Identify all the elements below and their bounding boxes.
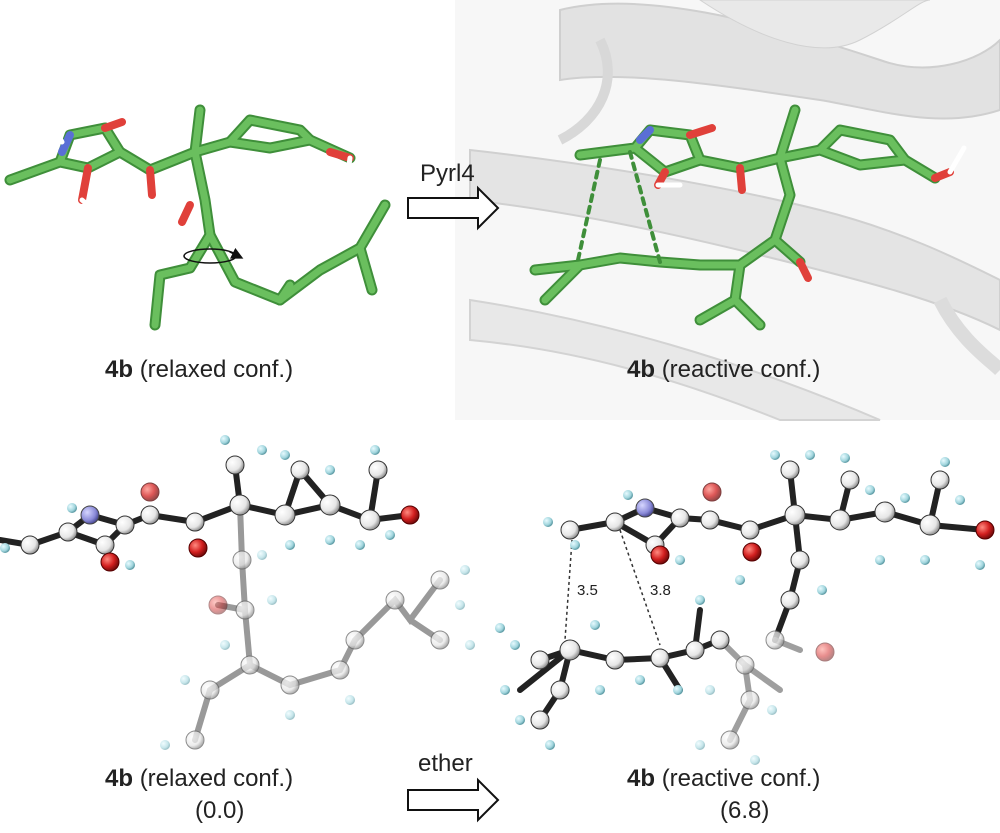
compound-id: 4b bbox=[105, 356, 134, 383]
arrow-label-bottom: ether bbox=[418, 750, 473, 777]
compound-id: 4b bbox=[627, 765, 656, 792]
label-bottom-right: 4b (reactive conf.) bbox=[627, 765, 820, 793]
ball-stick-reactive bbox=[495, 450, 995, 765]
stick-model-reactive bbox=[529, 104, 967, 331]
label-top-right: 4b (reactive conf.) bbox=[627, 356, 820, 384]
compound-id: 4b bbox=[105, 765, 134, 792]
ball-stick-relaxed bbox=[0, 435, 475, 750]
reaction-arrow-bottom bbox=[407, 777, 500, 823]
conformation-text: (reactive conf.) bbox=[661, 765, 821, 792]
stick-model-relaxed bbox=[4, 104, 391, 331]
label-top-left: 4b (relaxed conf.) bbox=[105, 356, 293, 384]
distance-label-1: 3.5 bbox=[577, 582, 598, 599]
label-bottom-left: 4b (relaxed conf.) bbox=[105, 765, 293, 793]
energy-bottom-right: (6.8) bbox=[720, 797, 770, 824]
energy-bottom-left: (0.0) bbox=[195, 797, 245, 824]
contact-dashes bbox=[576, 150, 662, 264]
protein-cartoon-background bbox=[455, 0, 1000, 421]
conformation-text: (relaxed conf.) bbox=[139, 765, 294, 792]
distance-lines bbox=[564, 529, 661, 646]
reaction-arrow-top bbox=[407, 185, 500, 231]
distance-label-2: 3.8 bbox=[650, 582, 671, 599]
arrow-label-top: Pyrl4 bbox=[420, 160, 475, 187]
compound-id: 4b bbox=[627, 356, 656, 383]
conformation-text: (reactive conf.) bbox=[661, 356, 821, 383]
conformation-text: (relaxed conf.) bbox=[139, 356, 294, 383]
